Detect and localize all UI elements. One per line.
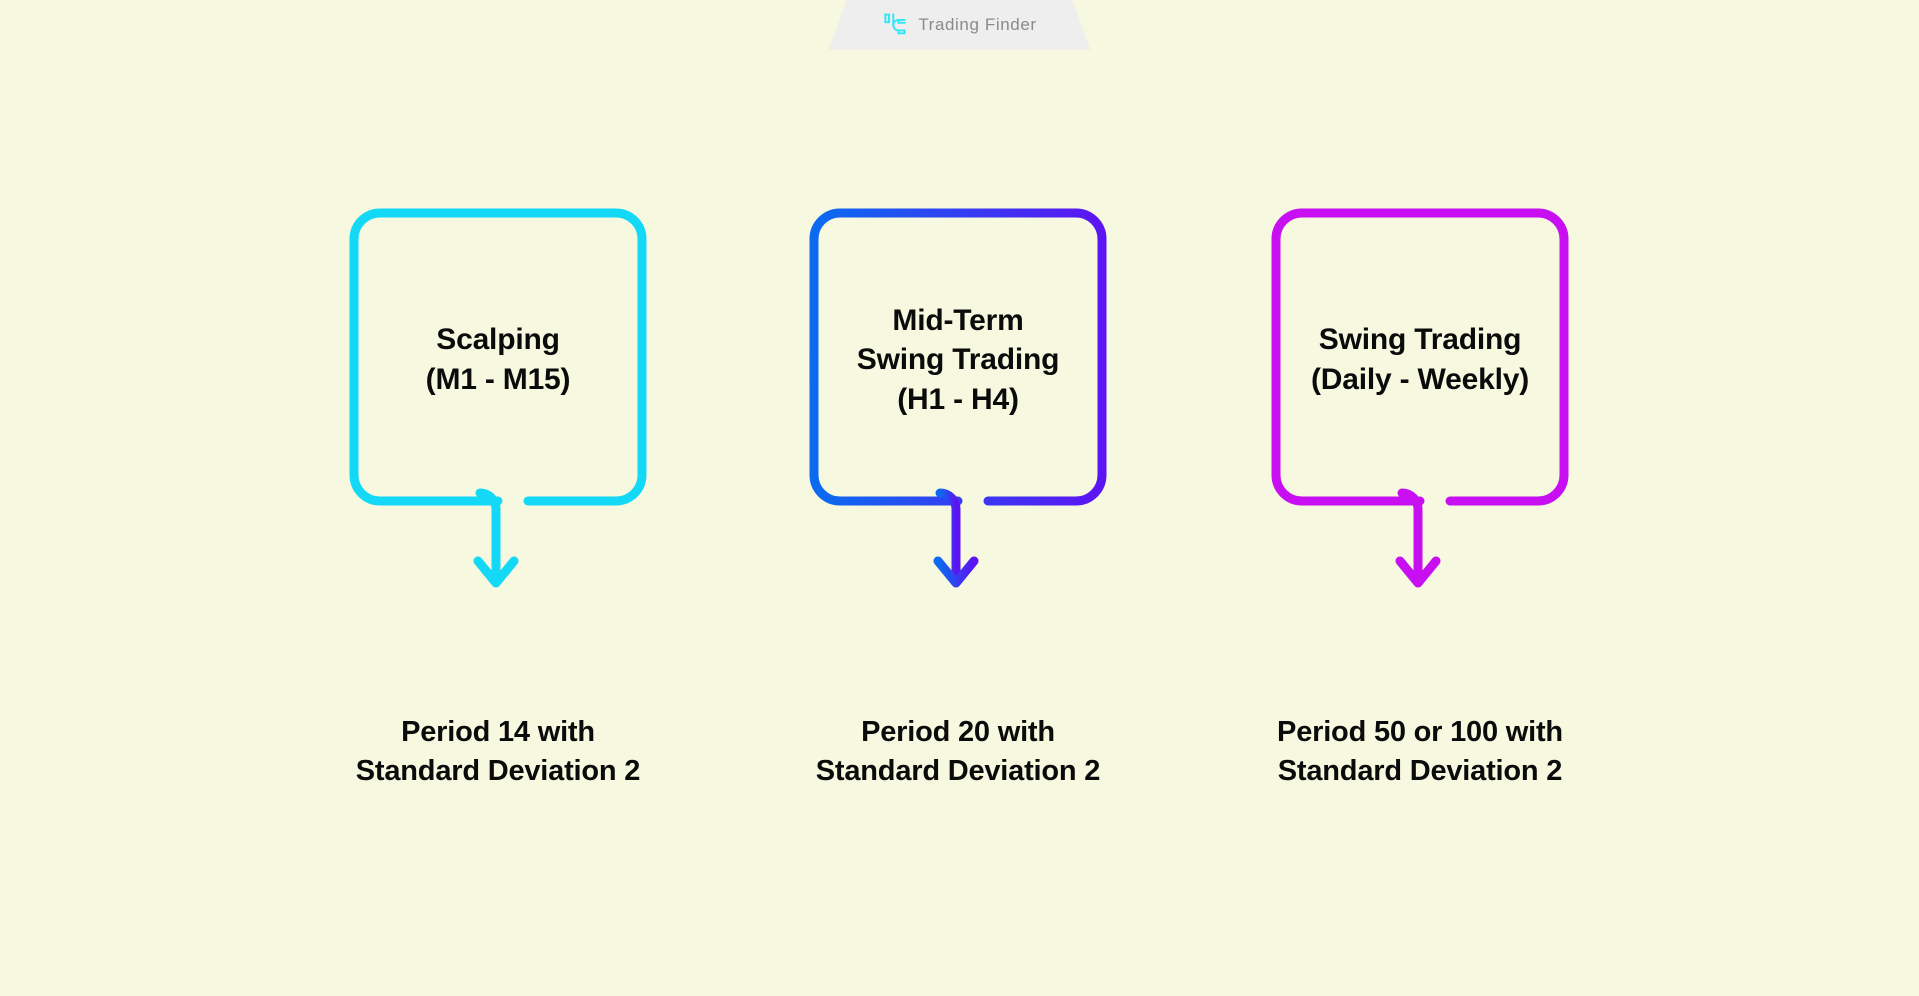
card-outline-with-arrow-mid-term <box>809 208 1107 588</box>
card-scalping: Scalping (M1 - M15) <box>328 205 668 649</box>
brand-name-label: Trading Finder <box>918 15 1037 34</box>
caption-mid-term-swing-trading: Period 20 with Standard Deviation 2 <box>815 716 1101 788</box>
card-swing-trading: Swing Trading (Daily - Weekly) <box>1250 205 1590 649</box>
card-label-mid-term-swing-trading: Mid-Term Swing Trading (H1 - H4) <box>856 303 1060 416</box>
card-mid-term-swing-trading: Mid-Term Swing Trading (H1 - H4) <box>788 205 1128 649</box>
card-outline-with-arrow-scalping <box>349 208 647 588</box>
trading-finder-logo-icon <box>884 13 906 34</box>
column-mid-term-swing-trading: Mid-Term Swing Trading (H1 - H4) Period … <box>723 205 1193 792</box>
card-label-swing-trading: Swing Trading (Daily - Weekly) <box>1311 323 1529 396</box>
caption-scalping: Period 14 with Standard Deviation 2 <box>355 716 641 788</box>
card-outline-with-arrow-swing-trading <box>1271 208 1569 588</box>
caption-swing-trading: Period 50 or 100 with Standard Deviation… <box>1277 716 1563 788</box>
card-label-scalping: Scalping (M1 - M15) <box>425 323 571 396</box>
column-swing-trading: Swing Trading (Daily - Weekly) Period 50… <box>1185 205 1655 792</box>
brand-watermark-tab: Trading Finder <box>828 0 1091 50</box>
column-scalping: Scalping (M1 - M15) Period 14 with Stand… <box>263 205 733 792</box>
